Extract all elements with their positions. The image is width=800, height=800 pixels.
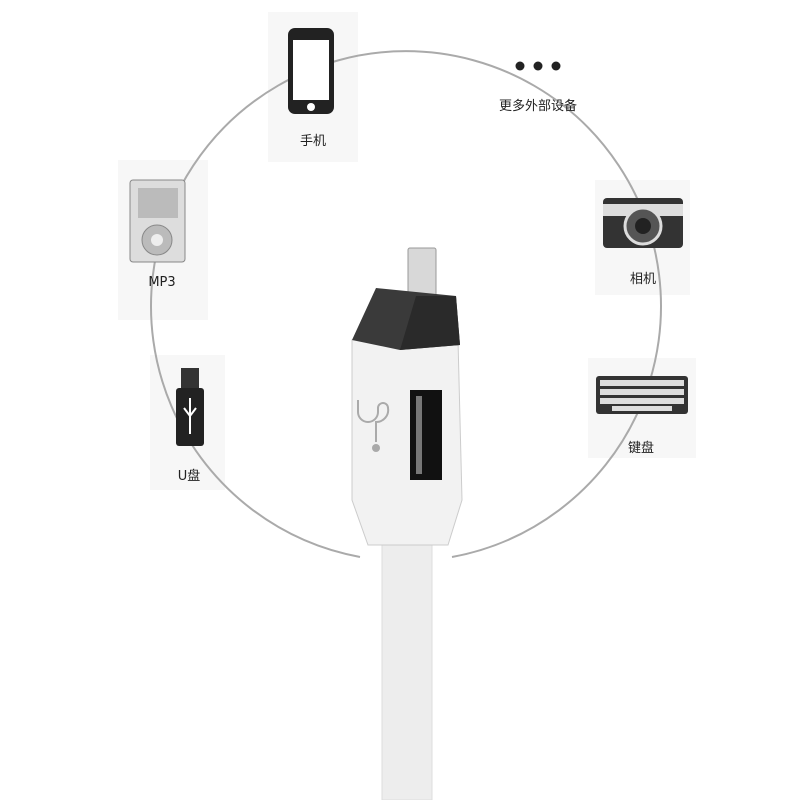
camera-icon [603, 198, 683, 248]
phone-icon [288, 28, 334, 114]
connection-ring [150, 50, 662, 558]
usb-drive-label: U盘 [177, 469, 201, 484]
otg-adapter [351, 288, 463, 546]
usb-drive-icon [176, 368, 204, 446]
mp3-label: MP3 [148, 275, 176, 290]
phone-label: 手机 [299, 134, 327, 149]
more-dots-text: • • • [537, 56, 539, 57]
more-dots-icon [515, 61, 561, 71]
usb-a-port [410, 390, 442, 480]
keyboard-icon [596, 376, 688, 414]
more-devices-label: 更多外部设备 [498, 99, 578, 114]
cable [381, 529, 433, 800]
micro-usb-plug [407, 247, 437, 299]
camera-label: 相机 [629, 272, 657, 287]
keyboard-label: 键盘 [627, 441, 655, 456]
usb-symbol-icon [357, 400, 390, 442]
mp3-player-icon [129, 179, 186, 263]
